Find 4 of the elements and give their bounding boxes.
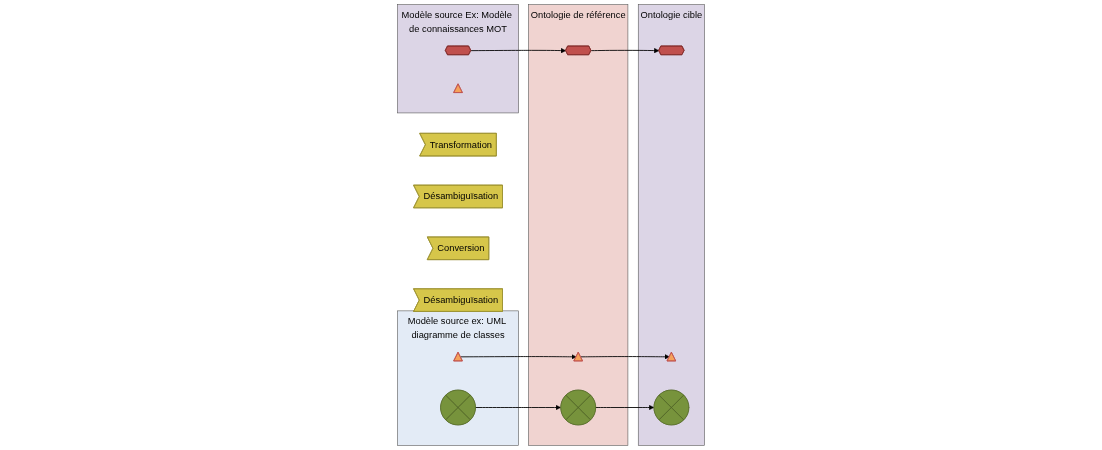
cluster: Ontologie cible bbox=[637, 4, 705, 446]
cluster: Modèle source ex: UML diagramme de classes bbox=[397, 310, 519, 446]
cluster: Modèle source Ex: Modèle de connaissances MOT bbox=[397, 4, 519, 114]
cluster: Ontologie de référence bbox=[528, 4, 629, 446]
